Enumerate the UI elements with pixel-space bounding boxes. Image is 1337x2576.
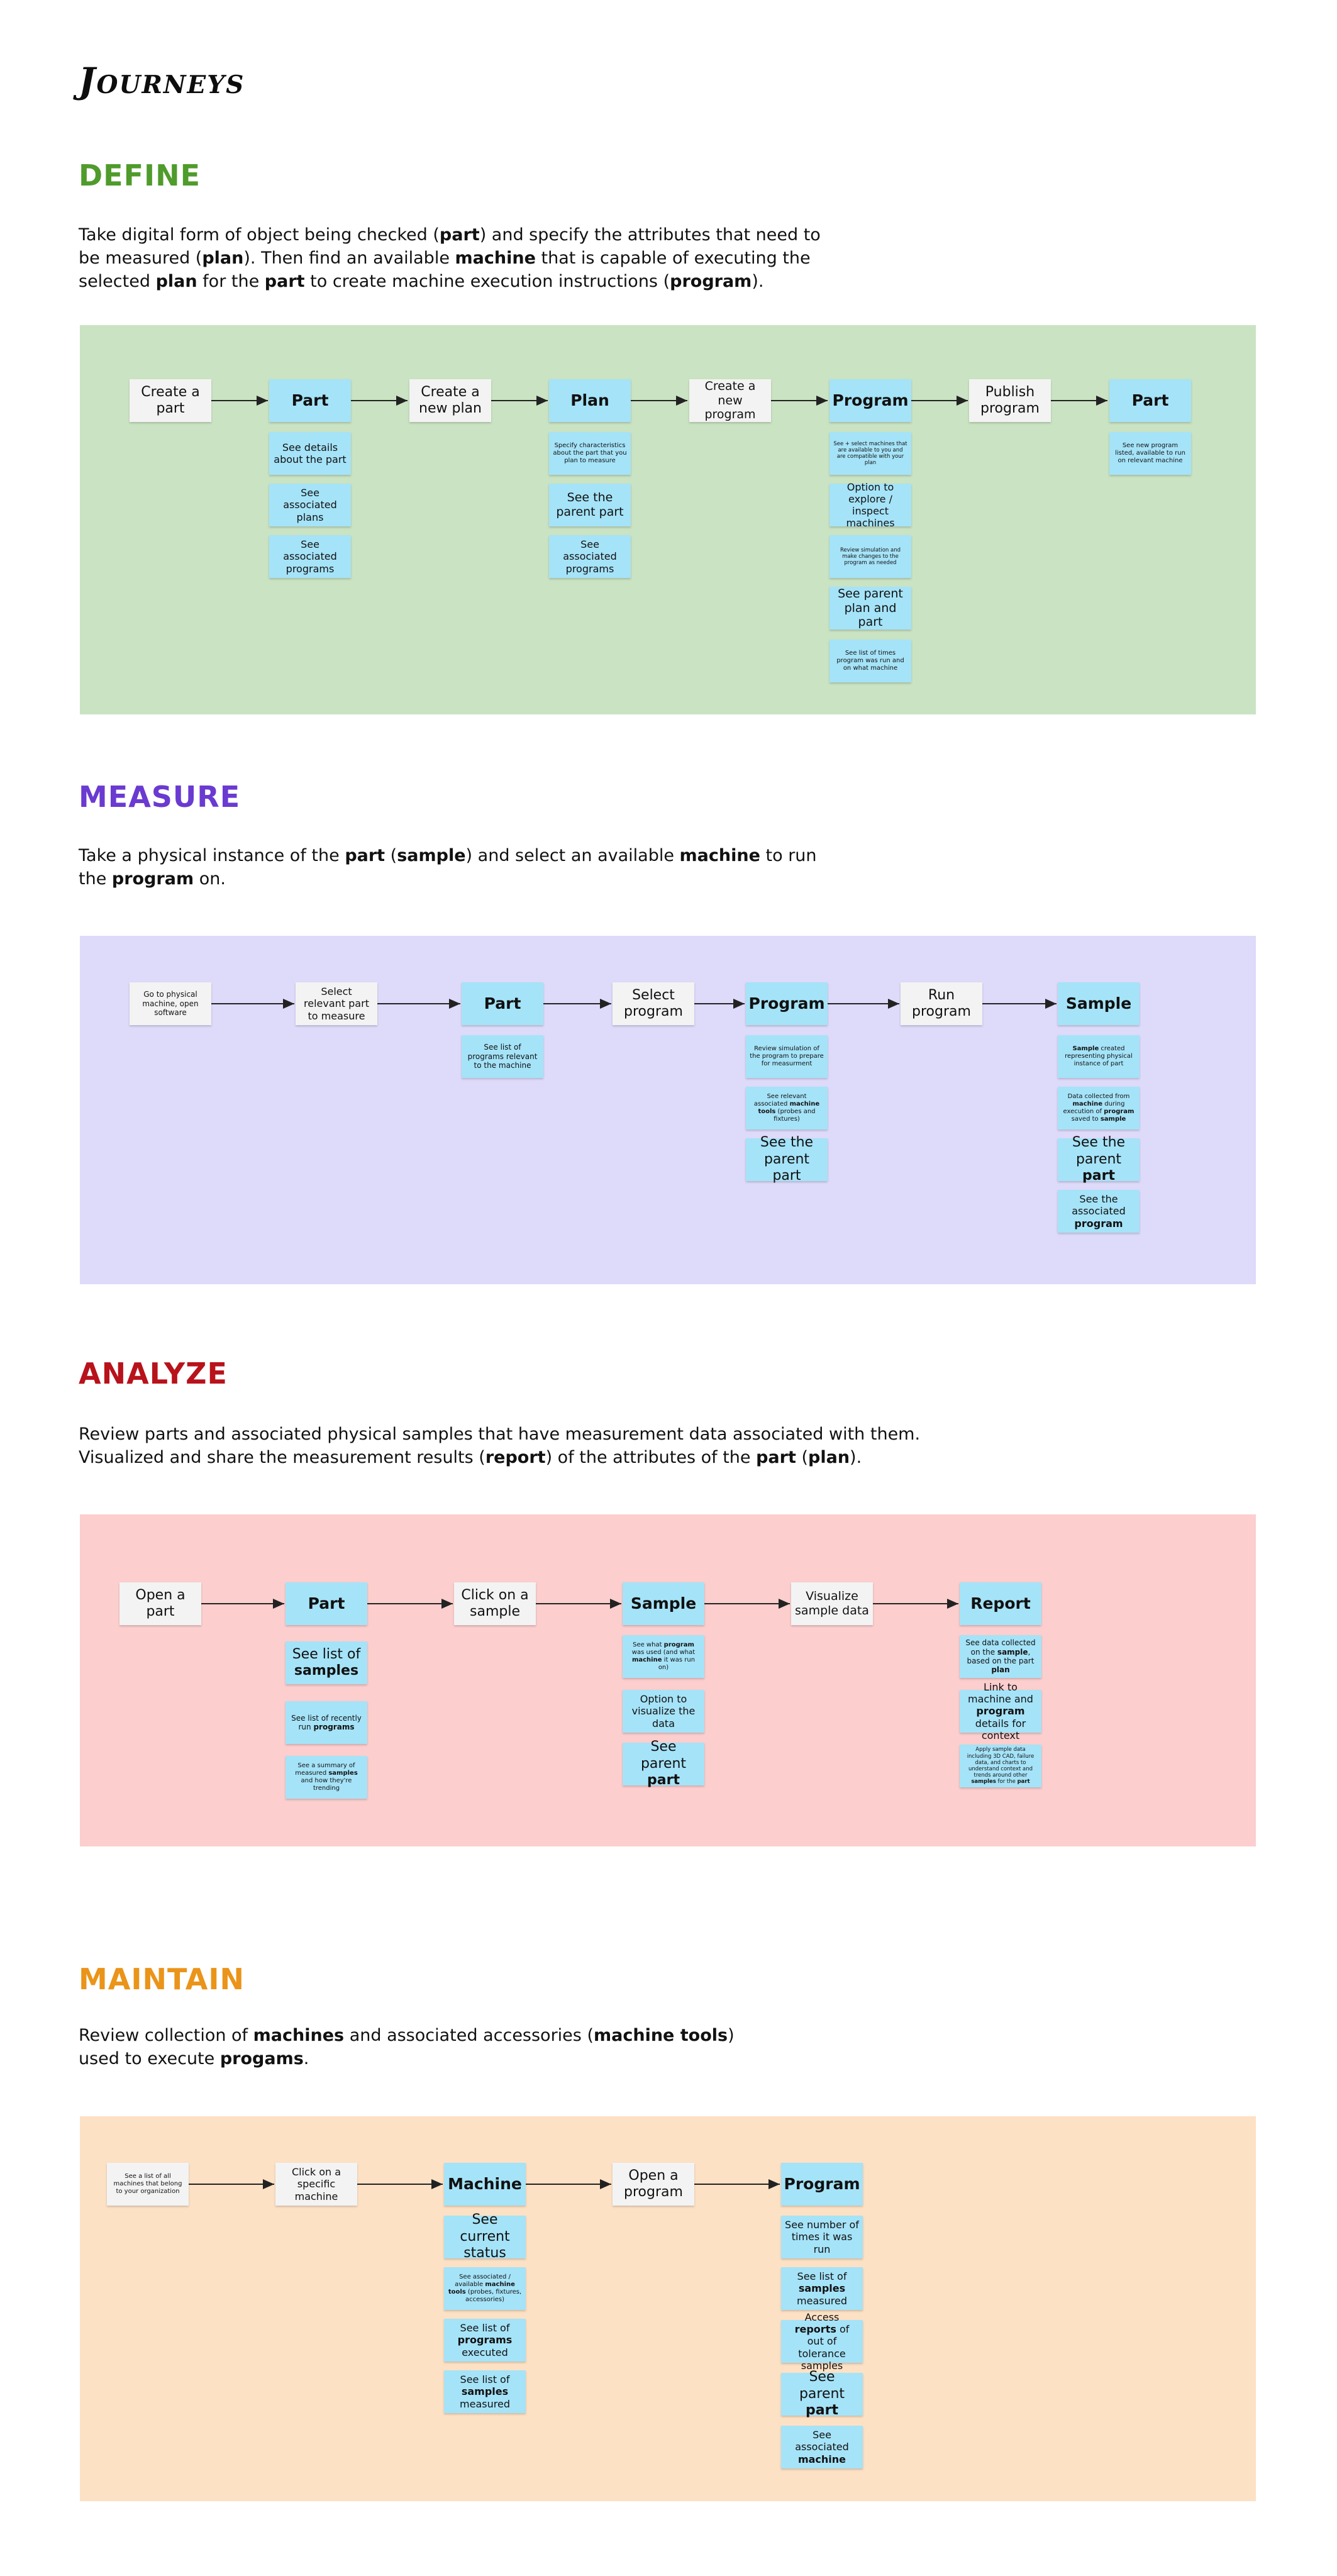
measure-title: MEASURE xyxy=(79,780,241,814)
object-program[interactable]: Program xyxy=(746,982,828,1025)
detail-note: See what program was used (and what mach… xyxy=(623,1635,704,1678)
page-title: Journeys xyxy=(79,60,245,102)
measure-board: Go to physical machine, open software Se… xyxy=(80,936,1256,1284)
object-part[interactable]: Part xyxy=(462,982,543,1025)
detail-note: Option to visualize the data xyxy=(623,1690,704,1733)
detail-note: Specify characteristics about the part t… xyxy=(549,432,631,475)
detail-note: See a summary of measured samples and ho… xyxy=(286,1756,367,1799)
detail-note: See list of recently run programs xyxy=(286,1701,367,1744)
maintain-title: MAINTAIN xyxy=(79,1962,245,1996)
detail-note: See relevant associated machine tools (p… xyxy=(746,1087,828,1130)
analyze-arrows xyxy=(201,1599,958,1609)
step-create-part[interactable]: Create a part xyxy=(130,379,211,422)
detail-note: See the parent part xyxy=(1058,1135,1140,1184)
detail-note: See the parent part xyxy=(549,484,631,526)
step-click-machine[interactable]: Click on a specific machine xyxy=(275,2163,357,2206)
detail-note: Apply sample data including 3D CAD, fail… xyxy=(960,1745,1041,1787)
step-select-program[interactable]: Select program xyxy=(613,982,694,1025)
step-open-software[interactable]: Go to physical machine, open software xyxy=(130,982,211,1025)
step-publish-program[interactable]: Publish program xyxy=(969,379,1051,422)
detail-note: Review simulation and make changes to th… xyxy=(829,535,911,578)
define-board: Create a part Part Create a new plan Pla… xyxy=(80,325,1256,714)
step-create-plan[interactable]: Create a new plan xyxy=(409,379,491,422)
object-program[interactable]: Program xyxy=(829,379,911,422)
detail-note: Sample created representing physical ins… xyxy=(1058,1035,1140,1078)
object-part[interactable]: Part xyxy=(269,379,351,422)
detail-note: Review simulation of the program to prep… xyxy=(746,1035,828,1078)
detail-note: See list of times program was run and on… xyxy=(829,640,911,682)
detail-note: See associated programs xyxy=(549,535,631,578)
object-sample[interactable]: Sample xyxy=(1058,982,1140,1025)
detail-note: See new program listed, available to run… xyxy=(1109,432,1191,475)
detail-note: Data collected from machine during execu… xyxy=(1058,1087,1140,1130)
analyze-board: Open a part Part Click on a sample Sampl… xyxy=(80,1514,1256,1846)
measure-description: Take a physical instance of the part (sa… xyxy=(79,846,817,889)
object-machine[interactable]: Machine xyxy=(444,2163,526,2206)
detail-note: See parent part xyxy=(781,2369,863,2418)
detail-note: See current status xyxy=(444,2212,526,2261)
detail-note: See associated programs xyxy=(269,535,351,578)
detail-note: See list of samples measured xyxy=(781,2267,863,2310)
object-program[interactable]: Program xyxy=(781,2163,863,2206)
object-sample[interactable]: Sample xyxy=(623,1582,704,1625)
detail-note: See details about the part xyxy=(269,432,351,475)
detail-note: See parent plan and part xyxy=(829,587,911,630)
step-select-part[interactable]: Select relevant part to measure xyxy=(296,982,377,1025)
detail-note: See the parent part xyxy=(746,1135,828,1184)
detail-note: See parent part xyxy=(623,1739,704,1788)
step-open-program[interactable]: Open a program xyxy=(613,2163,694,2206)
detail-note: See the associated program xyxy=(1058,1190,1140,1233)
define-arrows xyxy=(211,396,1107,406)
maintain-description: Review collection of machines and associ… xyxy=(79,2026,735,2068)
step-create-program[interactable]: Create a new program xyxy=(689,379,771,422)
maintain-board: See a list of all machines that belong t… xyxy=(80,2116,1256,2501)
detail-note: Link to machine and program details for … xyxy=(960,1681,1041,1741)
detail-note: See number of times it was run xyxy=(781,2216,863,2258)
detail-note: See list of programs relevant to the mac… xyxy=(462,1035,543,1078)
define-title: DEFINE xyxy=(79,158,201,192)
object-plan[interactable]: Plan xyxy=(549,379,631,422)
step-visualize-data[interactable]: Visualize sample data xyxy=(791,1582,873,1625)
detail-note: See associated / available machine tools… xyxy=(444,2267,526,2310)
analyze-description: Review parts and associated physical sam… xyxy=(79,1424,921,1467)
detail-note: Option to explore / inspect machines xyxy=(829,481,911,529)
step-list-machines[interactable]: See a list of all machines that belong t… xyxy=(107,2163,189,2206)
step-click-sample[interactable]: Click on a sample xyxy=(454,1582,536,1625)
detail-note: See list of programs executed xyxy=(444,2319,526,2362)
detail-note: Access reports of out of tolerance sampl… xyxy=(781,2311,863,2372)
object-report[interactable]: Report xyxy=(960,1582,1041,1625)
detail-note: See list of samples xyxy=(286,1641,367,1684)
object-published-part[interactable]: Part xyxy=(1109,379,1191,422)
detail-note: See associated machine xyxy=(781,2426,863,2468)
detail-note: See + select machines that are available… xyxy=(829,432,911,475)
step-open-part[interactable]: Open a part xyxy=(119,1582,201,1625)
analyze-title: ANALYZE xyxy=(79,1357,228,1391)
define-description: Take digital form of object being checke… xyxy=(79,225,821,291)
detail-note: See data collected on the sample, based … xyxy=(960,1635,1041,1678)
detail-note: See list of samples measured xyxy=(444,2370,526,2413)
object-part[interactable]: Part xyxy=(286,1582,367,1625)
detail-note: See associated plans xyxy=(269,484,351,526)
step-run-program[interactable]: Run program xyxy=(901,982,982,1025)
